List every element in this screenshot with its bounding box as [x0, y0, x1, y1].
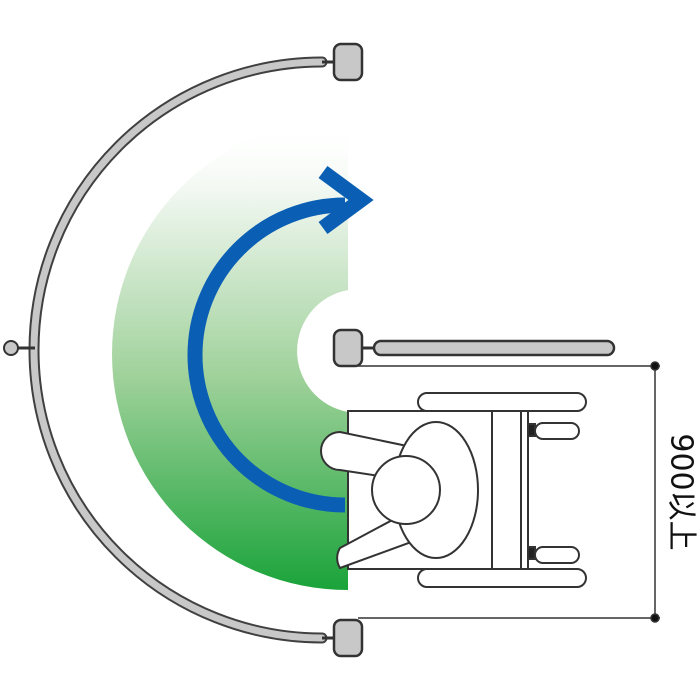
wheelchair-user-icon	[320, 392, 587, 588]
curved-arrow-icon	[187, 165, 374, 513]
rail-end-cap-top	[332, 42, 364, 82]
dimension-line	[358, 361, 660, 623]
user-head	[371, 455, 441, 525]
caster-bottom	[534, 546, 580, 564]
turning-zone	[112, 118, 348, 590]
wheel-bottom	[417, 568, 587, 588]
straight-handrail	[332, 328, 616, 368]
rail-bracket-left	[3, 340, 19, 356]
rail-end-cap-bottom	[332, 618, 364, 658]
curved-handrail	[3, 56, 335, 644]
wheel-top	[417, 392, 587, 412]
caster-top	[534, 422, 580, 440]
dimension-label: 900以上	[664, 433, 699, 550]
